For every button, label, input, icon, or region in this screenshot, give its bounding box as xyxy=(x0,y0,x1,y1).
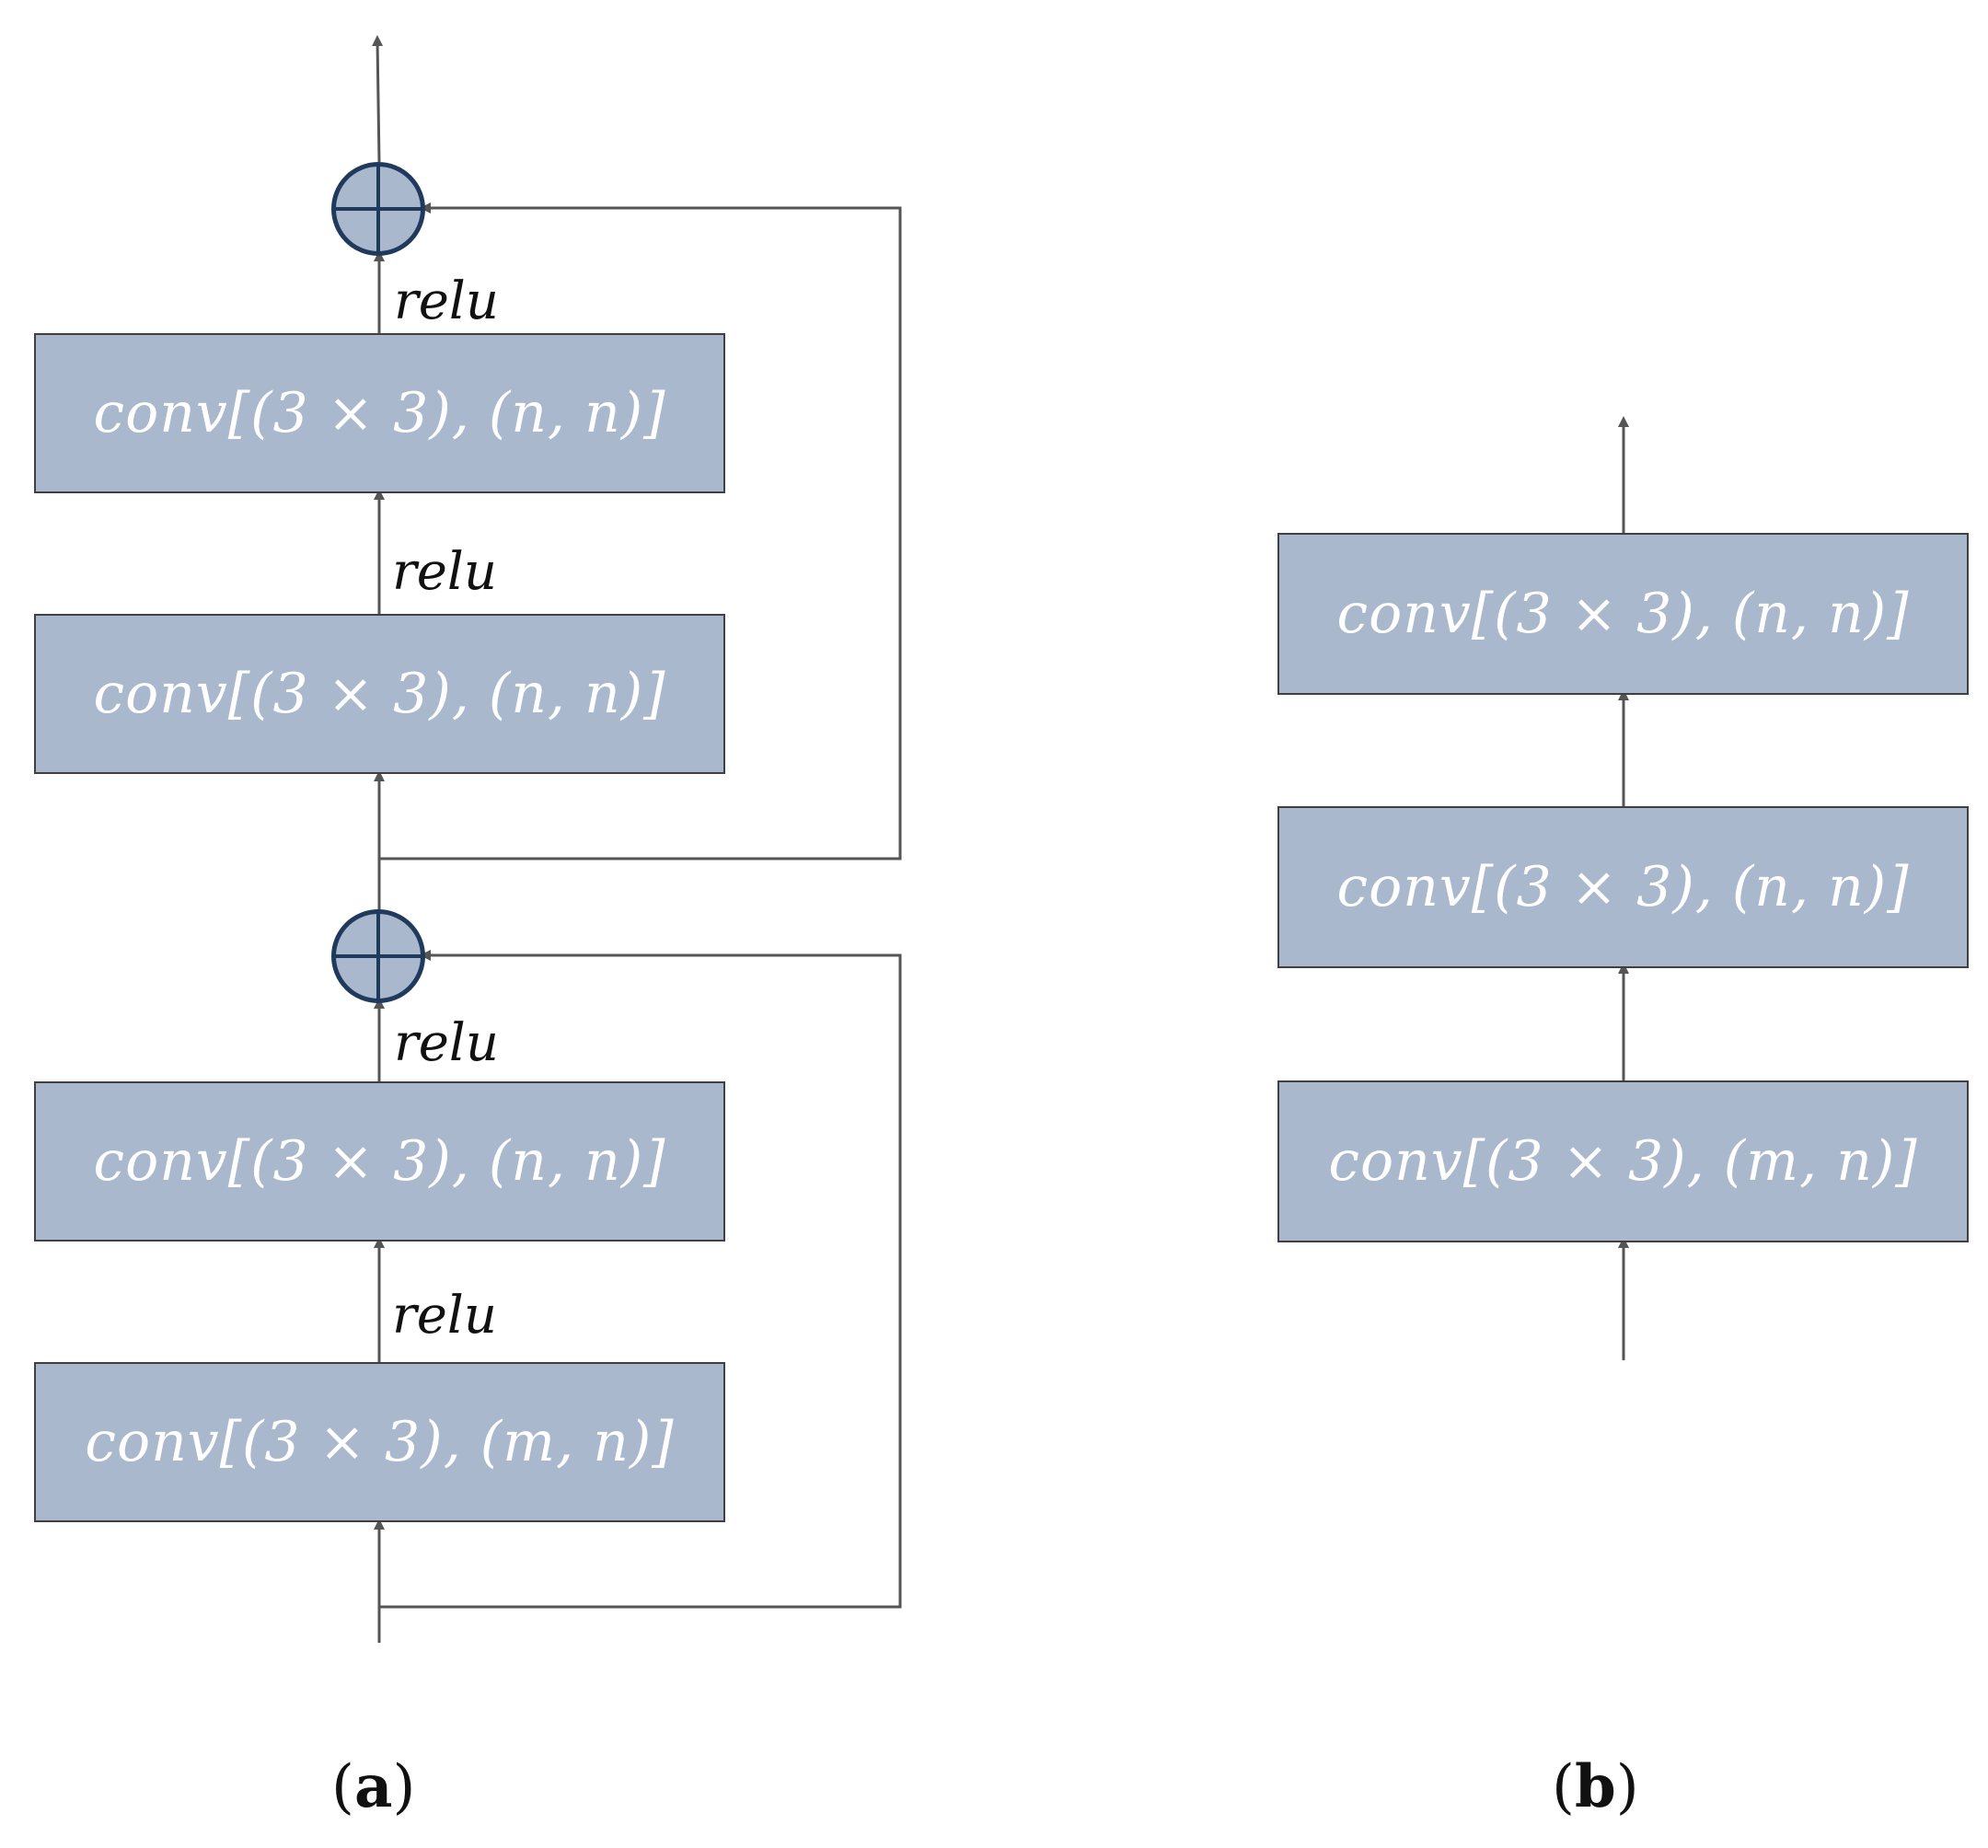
caption-close-paren: ) xyxy=(1615,1753,1639,1821)
panel-a-caption: (a) xyxy=(331,1758,415,1818)
relu-label: relu xyxy=(392,542,497,602)
caption-letter: a xyxy=(353,1752,393,1821)
caption-open-paren: ( xyxy=(331,1753,354,1821)
conv-block: conv[(3 × 3), (n, n)] xyxy=(34,333,725,493)
caption-letter: b xyxy=(1574,1752,1616,1821)
conv-block: conv[(3 × 3), (m, n)] xyxy=(1277,1080,1969,1242)
sum-node-upper xyxy=(331,162,425,256)
relu-label: relu xyxy=(392,1286,497,1346)
caption-close-paren: ) xyxy=(392,1753,416,1821)
relu-label: relu xyxy=(394,1013,499,1073)
caption-open-paren: ( xyxy=(1552,1753,1575,1821)
wire-a-output xyxy=(372,35,384,163)
conv-block: conv[(3 × 3), (n, n)] xyxy=(34,614,725,774)
conv-block: conv[(3 × 3), (n, n)] xyxy=(34,1081,725,1242)
skip-connection-upper xyxy=(379,202,902,860)
skip-connection-lower xyxy=(379,950,902,1609)
conv-block: conv[(3 × 3), (n, n)] xyxy=(1277,806,1969,968)
panel-b-caption: (b) xyxy=(1552,1758,1639,1818)
relu-label: relu xyxy=(394,271,499,331)
conv-block: conv[(3 × 3), (m, n)] xyxy=(34,1362,725,1522)
sum-node-lower xyxy=(331,909,425,1003)
conv-block: conv[(3 × 3), (n, n)] xyxy=(1277,533,1969,695)
